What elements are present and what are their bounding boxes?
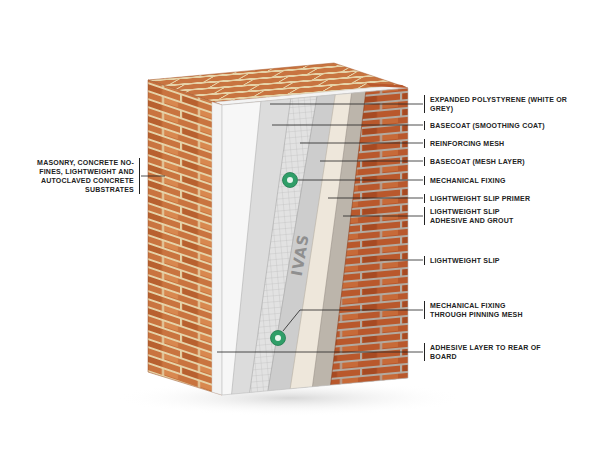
basecoat-smoothing: [229, 60, 450, 420]
callout-label: ADHESIVE LAYER TO REAR OF BOARD: [424, 343, 550, 361]
leader-line: [298, 180, 423, 181]
leader-line: [343, 216, 423, 217]
slip-top-edge: [366, 83, 408, 88]
substrate-brick-face: [148, 80, 222, 395]
callout-label: REINFORCING MESH: [424, 139, 580, 148]
layer-stack: [222, 60, 450, 420]
mechanical-fixing-upper: [283, 173, 298, 188]
mechanical-fixing-lower: [271, 331, 286, 346]
leader-line: [270, 104, 423, 105]
leader-line: [300, 143, 423, 144]
leader-line: [380, 260, 423, 261]
callout-label: LIGHTWEIGHT SLIP: [424, 256, 580, 265]
leader-line: [328, 198, 423, 199]
leader-line: [217, 352, 423, 353]
leader-line: [320, 161, 423, 162]
callout-label: LIGHTWEIGHT SLIP PRIMER: [424, 194, 580, 203]
substrate-label: MASONRY, CONCRETE NO-FINES, LIGHTWEIGHT …: [26, 158, 140, 194]
brand-watermark: IVAS: [287, 232, 312, 277]
insulation-board-edge: [212, 102, 222, 395]
callout-label: BASECOAT (SMOOTHING COAT): [424, 121, 580, 130]
callout-label: MECHANICAL FIXING THROUGH PINNING MESH: [424, 301, 542, 319]
callout-label: LIGHTWEIGHT SLIP ADHESIVE AND GROUT: [424, 207, 532, 225]
callout-label: BASECOAT (MESH LAYER): [424, 157, 580, 166]
callout-label: EXPANDED POLYSTYRENE (WHITE OR GREY): [424, 95, 578, 113]
brick-slips: [326, 60, 450, 420]
leader-line: [141, 176, 165, 177]
leader-line: [272, 125, 423, 126]
leader-line: [283, 310, 423, 331]
reinforcing-mesh: [246, 60, 450, 420]
slip-primer: [285, 60, 450, 420]
slip-adhesive: [308, 60, 450, 420]
basecoat-mesh-layer: [263, 60, 450, 420]
leader-lines: [141, 104, 423, 352]
callout-label: MECHANICAL FIXING: [424, 176, 580, 185]
front-face-outline: [222, 88, 408, 395]
